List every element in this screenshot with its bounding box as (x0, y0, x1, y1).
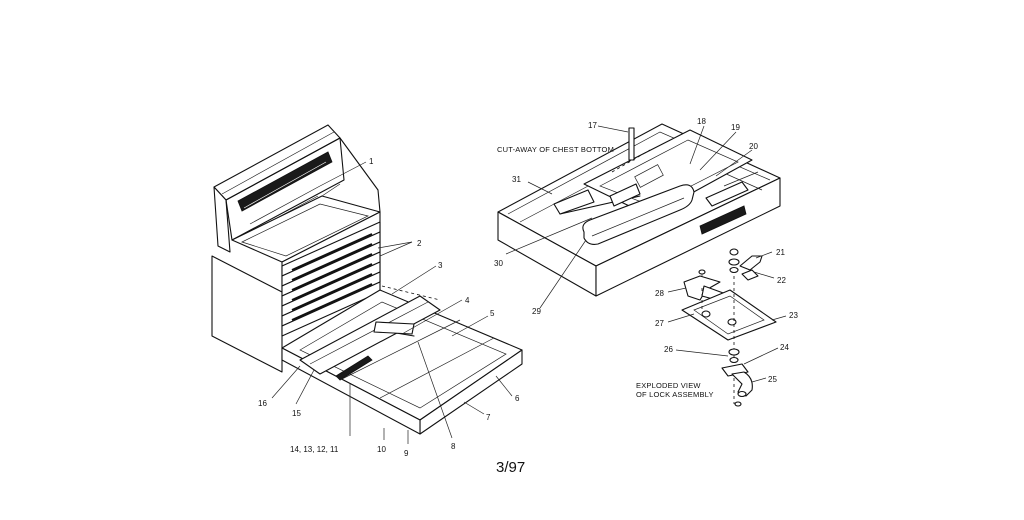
lock-leader-lines (667, 251, 787, 383)
drawer-fronts (281, 221, 381, 337)
lock-callouts: 21 22 28 23 27 24 26 25 (655, 248, 798, 384)
tool-chest-illustration (211, 124, 523, 435)
open-drawer (281, 285, 523, 435)
callout-26: 26 (664, 345, 673, 354)
callout-7: 7 (486, 413, 491, 422)
callout-31: 31 (512, 175, 521, 184)
left-leader-lines (271, 161, 513, 444)
cutaway-caption: CUT-AWAY OF CHEST BOTTOM (497, 145, 614, 154)
callout-20: 20 (749, 142, 758, 151)
exploded-caption-line1: EXPLODED VIEW (636, 381, 701, 390)
callout-11-14: 14, 13, 12, 11 (290, 445, 339, 454)
callout-24: 24 (780, 343, 789, 352)
callout-29: 29 (532, 307, 541, 316)
callout-4: 4 (465, 296, 470, 305)
cutaway-callouts: 17 18 19 20 31 30 29 (494, 117, 758, 316)
callout-19: 19 (731, 123, 740, 132)
callout-23: 23 (789, 311, 798, 320)
callout-9: 9 (404, 449, 409, 458)
callout-22: 22 (777, 276, 786, 285)
left-callouts: 1 2 3 4 5 6 7 8 9 10 14, 13, 12, 11 15 1… (258, 157, 520, 458)
lock-assembly-exploded (681, 248, 777, 407)
callout-16: 16 (258, 399, 267, 408)
callout-21: 21 (776, 248, 785, 257)
callout-2: 2 (417, 239, 422, 248)
callout-6: 6 (515, 394, 520, 403)
callout-3: 3 (438, 261, 443, 270)
callout-28: 28 (655, 289, 664, 298)
callout-8: 8 (451, 442, 456, 451)
callout-1: 1 (369, 157, 374, 166)
callout-17: 17 (588, 121, 597, 130)
callout-27: 27 (655, 319, 664, 328)
page-number: 3/97 (496, 459, 525, 476)
callout-25: 25 (768, 375, 777, 384)
callout-10: 10 (377, 445, 386, 454)
callout-15: 15 (292, 409, 301, 418)
callout-18: 18 (697, 117, 706, 126)
exploded-caption-line2: OF LOCK ASSEMBLY (636, 390, 714, 399)
right-leader-lines (505, 125, 753, 309)
callout-30: 30 (494, 259, 503, 268)
callout-5: 5 (490, 309, 495, 318)
